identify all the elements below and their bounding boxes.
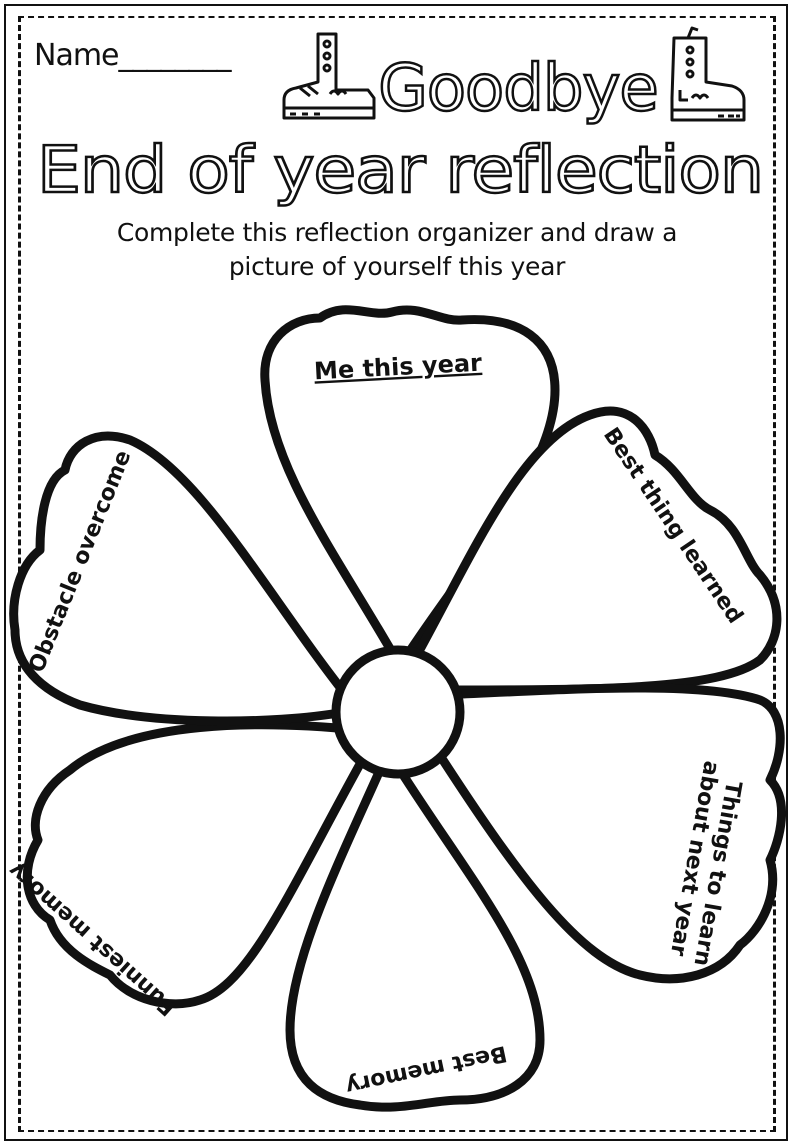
sneaker-icon (670, 26, 746, 122)
petal-bottom[interactable] (285, 765, 545, 1112)
petal-upper-right[interactable] (407, 406, 782, 695)
page-title: End of year reflection (37, 134, 763, 208)
instructions: Complete this reflection organizer and d… (30, 216, 764, 284)
instructions-line-2: picture of yourself this year (228, 252, 566, 281)
page-border (4, 4, 788, 1141)
petal-lower-left[interactable] (22, 720, 370, 1009)
goodbye-title: Goodbye (378, 52, 657, 126)
instructions-line-1: Complete this reflection organizer and d… (116, 218, 678, 247)
flower-center[interactable] (331, 645, 465, 779)
name-field[interactable]: Name________ (34, 38, 232, 73)
sneaker-icon (282, 32, 376, 120)
petal-lower-right[interactable] (425, 683, 787, 984)
petal-upper-left[interactable] (9, 431, 355, 726)
